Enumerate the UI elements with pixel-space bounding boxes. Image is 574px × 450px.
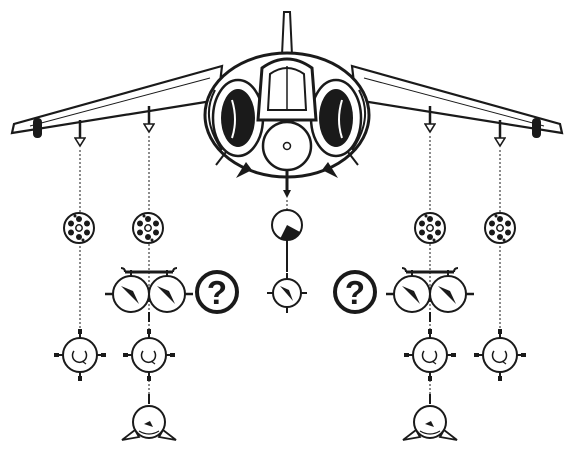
finned-bomb-side-icon <box>403 394 457 440</box>
wing-right <box>352 66 562 138</box>
rocket-pod-icon <box>415 213 445 243</box>
rocket-pod-icon <box>485 213 515 243</box>
gun-pod-icon <box>272 210 302 272</box>
tail-fin <box>282 12 292 55</box>
finned-bomb-icon <box>474 329 526 381</box>
bomb-front-icon <box>267 273 307 313</box>
finned-bomb-icon <box>404 329 456 381</box>
wing-left <box>12 66 222 138</box>
rocket-pod-icon <box>133 213 163 243</box>
fuselage-front-view <box>205 53 369 198</box>
unknown-store-right-icon: ? <box>333 270 377 314</box>
finned-bomb-icon <box>123 329 175 381</box>
rocket-pod-icon <box>64 213 94 243</box>
pylon-outer-left <box>75 120 85 146</box>
finned-bomb-icon <box>54 329 106 381</box>
finned-bomb-side-icon <box>122 394 176 440</box>
unknown-store-left-icon: ? <box>195 270 239 314</box>
